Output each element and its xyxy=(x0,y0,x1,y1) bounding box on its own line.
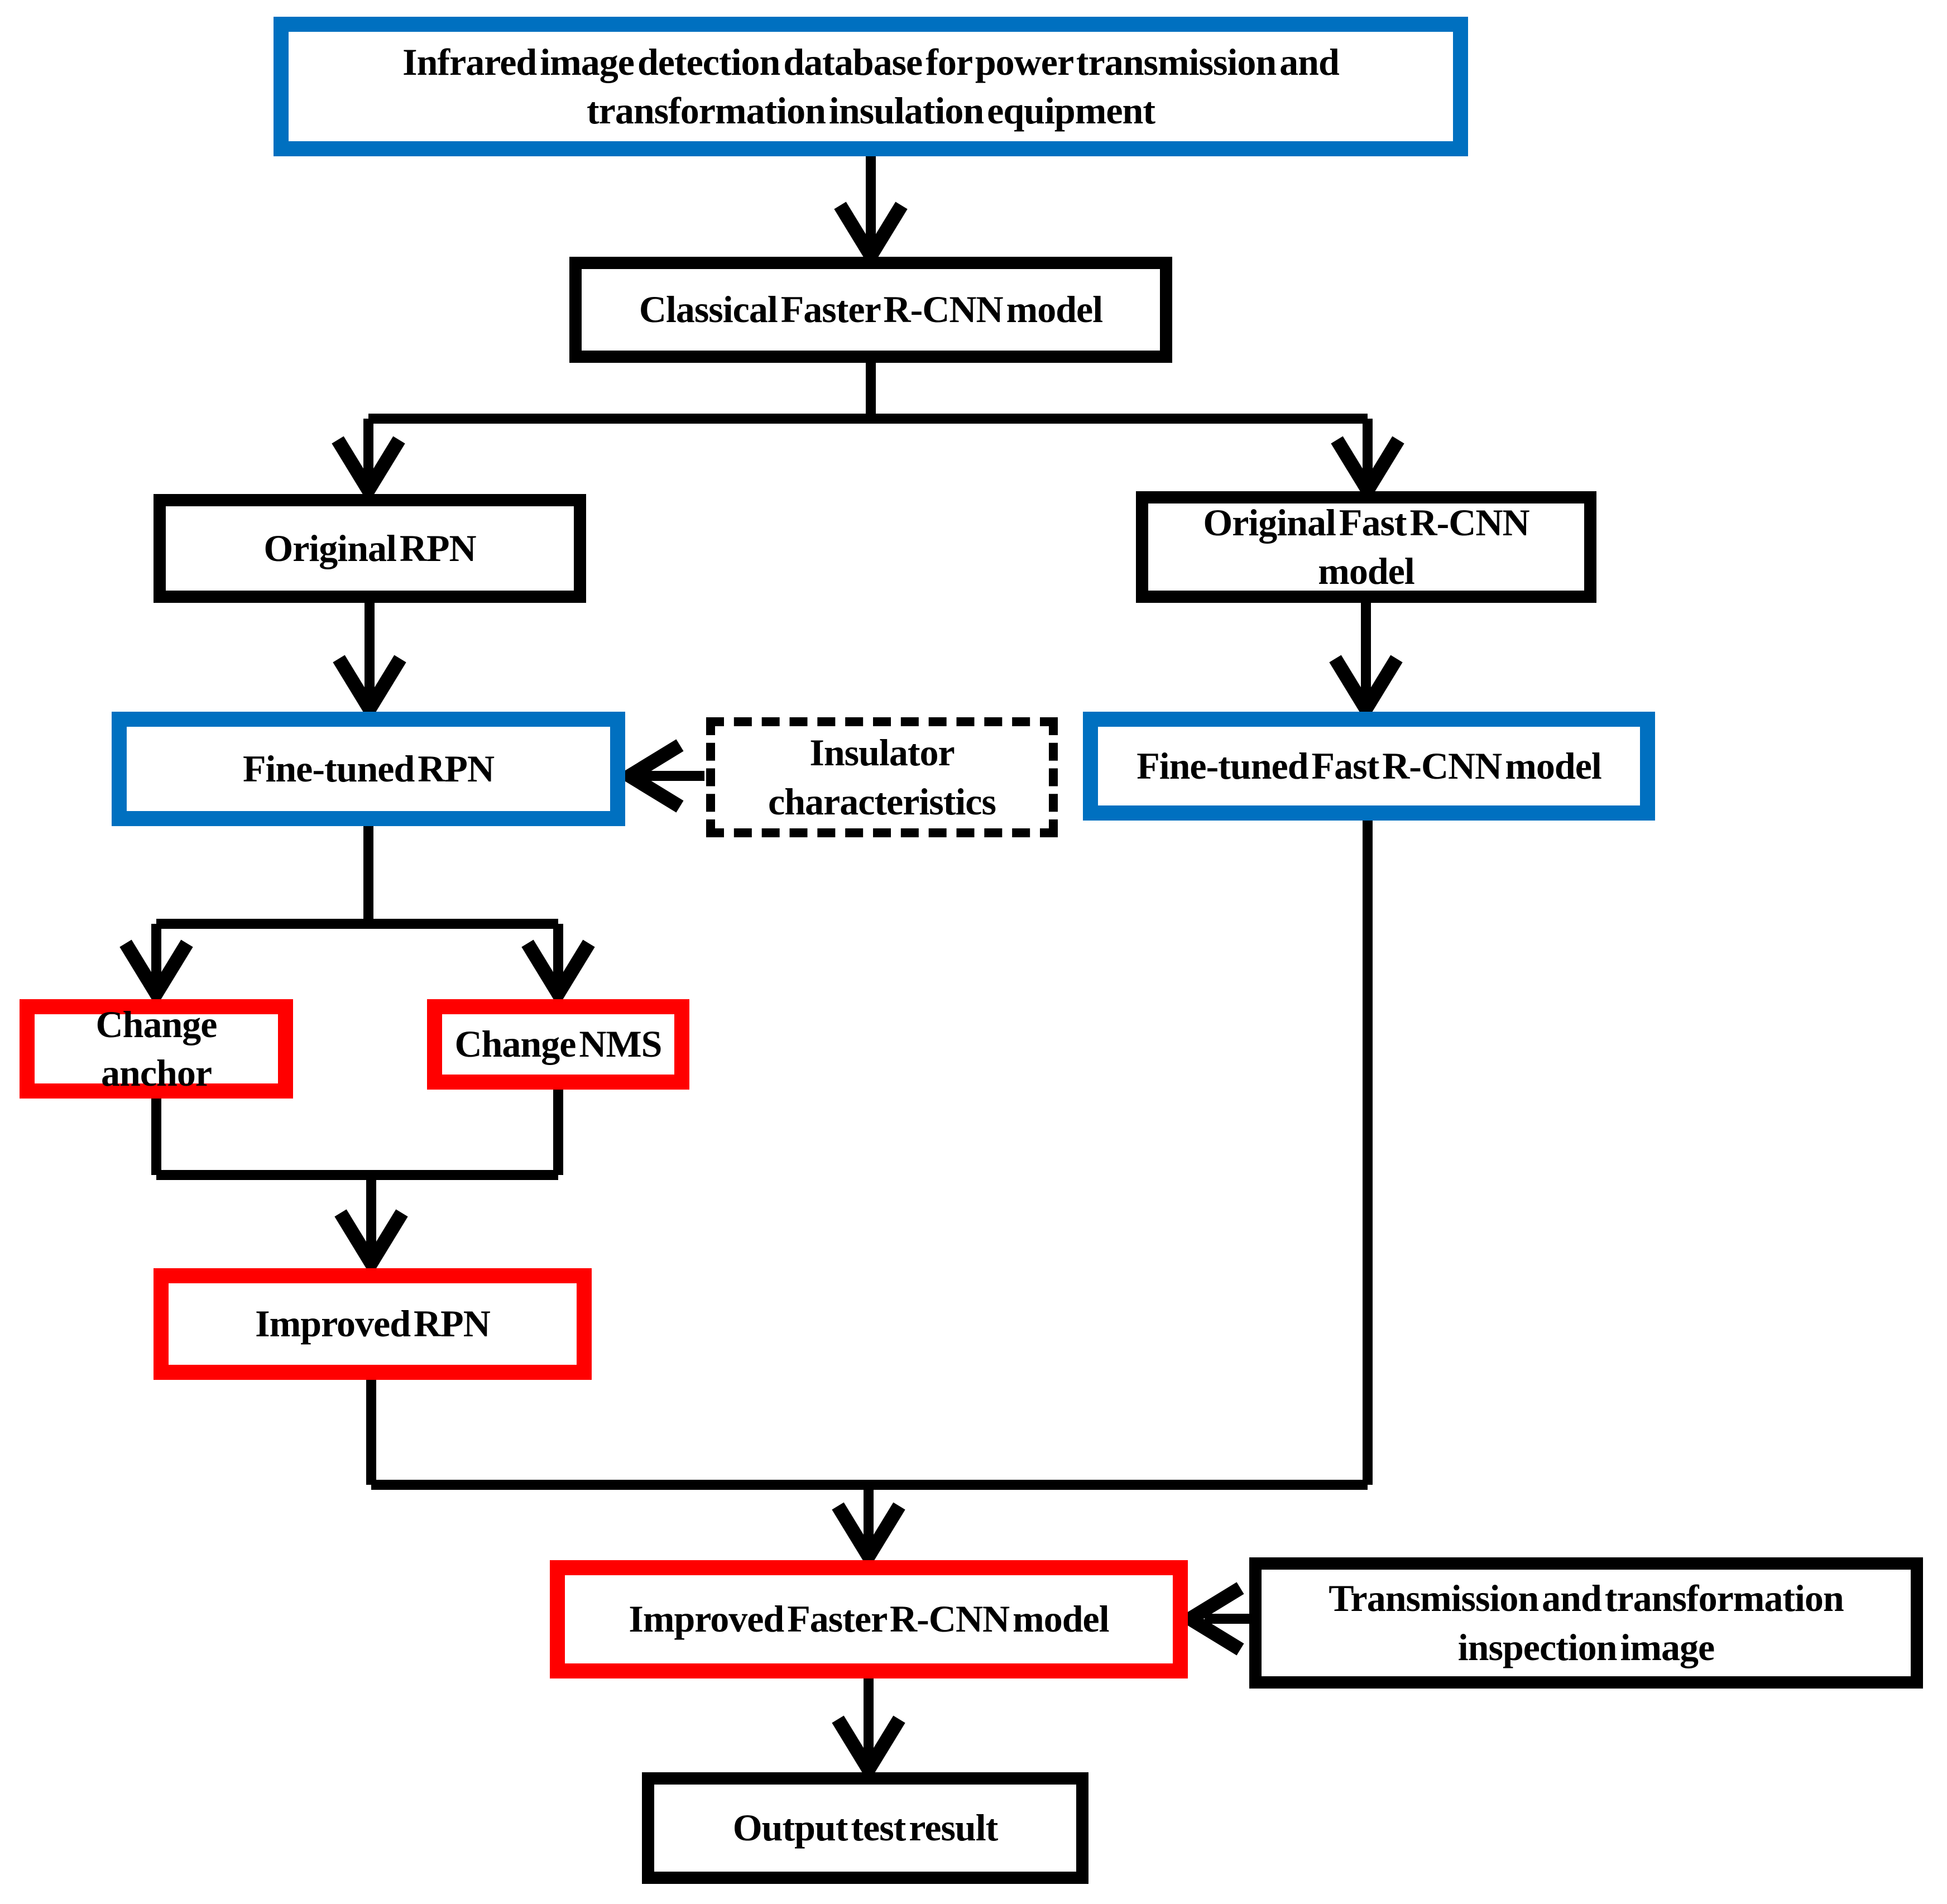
node-classical-faster-rcnn: Classical Faster R-CNN model xyxy=(569,257,1172,363)
node-finetuned-rpn: Fine-tuned RPN xyxy=(112,712,625,826)
split-classical-to-original-branches xyxy=(332,362,1404,503)
node-change-anchor: Change anchor xyxy=(20,999,293,1099)
merge-changes-to-improved-rpn xyxy=(151,1088,563,1277)
node-original-rpn: Original RPN xyxy=(154,494,586,603)
node-improved-rpn: Improved RPN xyxy=(154,1268,592,1380)
node-transmission-inspection-image: Transmission and transformation inspecti… xyxy=(1249,1557,1923,1689)
node-insulator-characteristics: Insulator characteristics xyxy=(706,717,1058,837)
node-original-fast-rcnn: Original Fast R-CNN model xyxy=(1136,491,1596,603)
arrow-improved-faster-to-output xyxy=(832,1677,905,1783)
arrow-original-fast-to-finetuned-fast xyxy=(1329,602,1403,722)
arrow-database-to-classical xyxy=(834,155,908,269)
node-infrared-database: Infrared image detection database for po… xyxy=(274,17,1468,156)
merge-improved-rpn-and-finetuned-fast-to-improved-faster xyxy=(366,819,1373,1570)
arrow-transmission-to-improved-faster xyxy=(1177,1582,1249,1656)
arrow-original-rpn-to-finetuned-rpn xyxy=(333,602,406,722)
node-change-nms: Change NMS xyxy=(427,999,689,1090)
arrow-insulator-to-finetuned-rpn xyxy=(616,739,704,813)
split-finetuned-rpn-to-changes xyxy=(119,825,595,1007)
node-finetuned-fast-rcnn: Fine-tuned Fast R-CNN model xyxy=(1083,712,1655,821)
node-improved-faster-rcnn: Improved Faster R-CNN model xyxy=(550,1560,1188,1678)
node-output-test-result: Output test result xyxy=(642,1772,1088,1884)
